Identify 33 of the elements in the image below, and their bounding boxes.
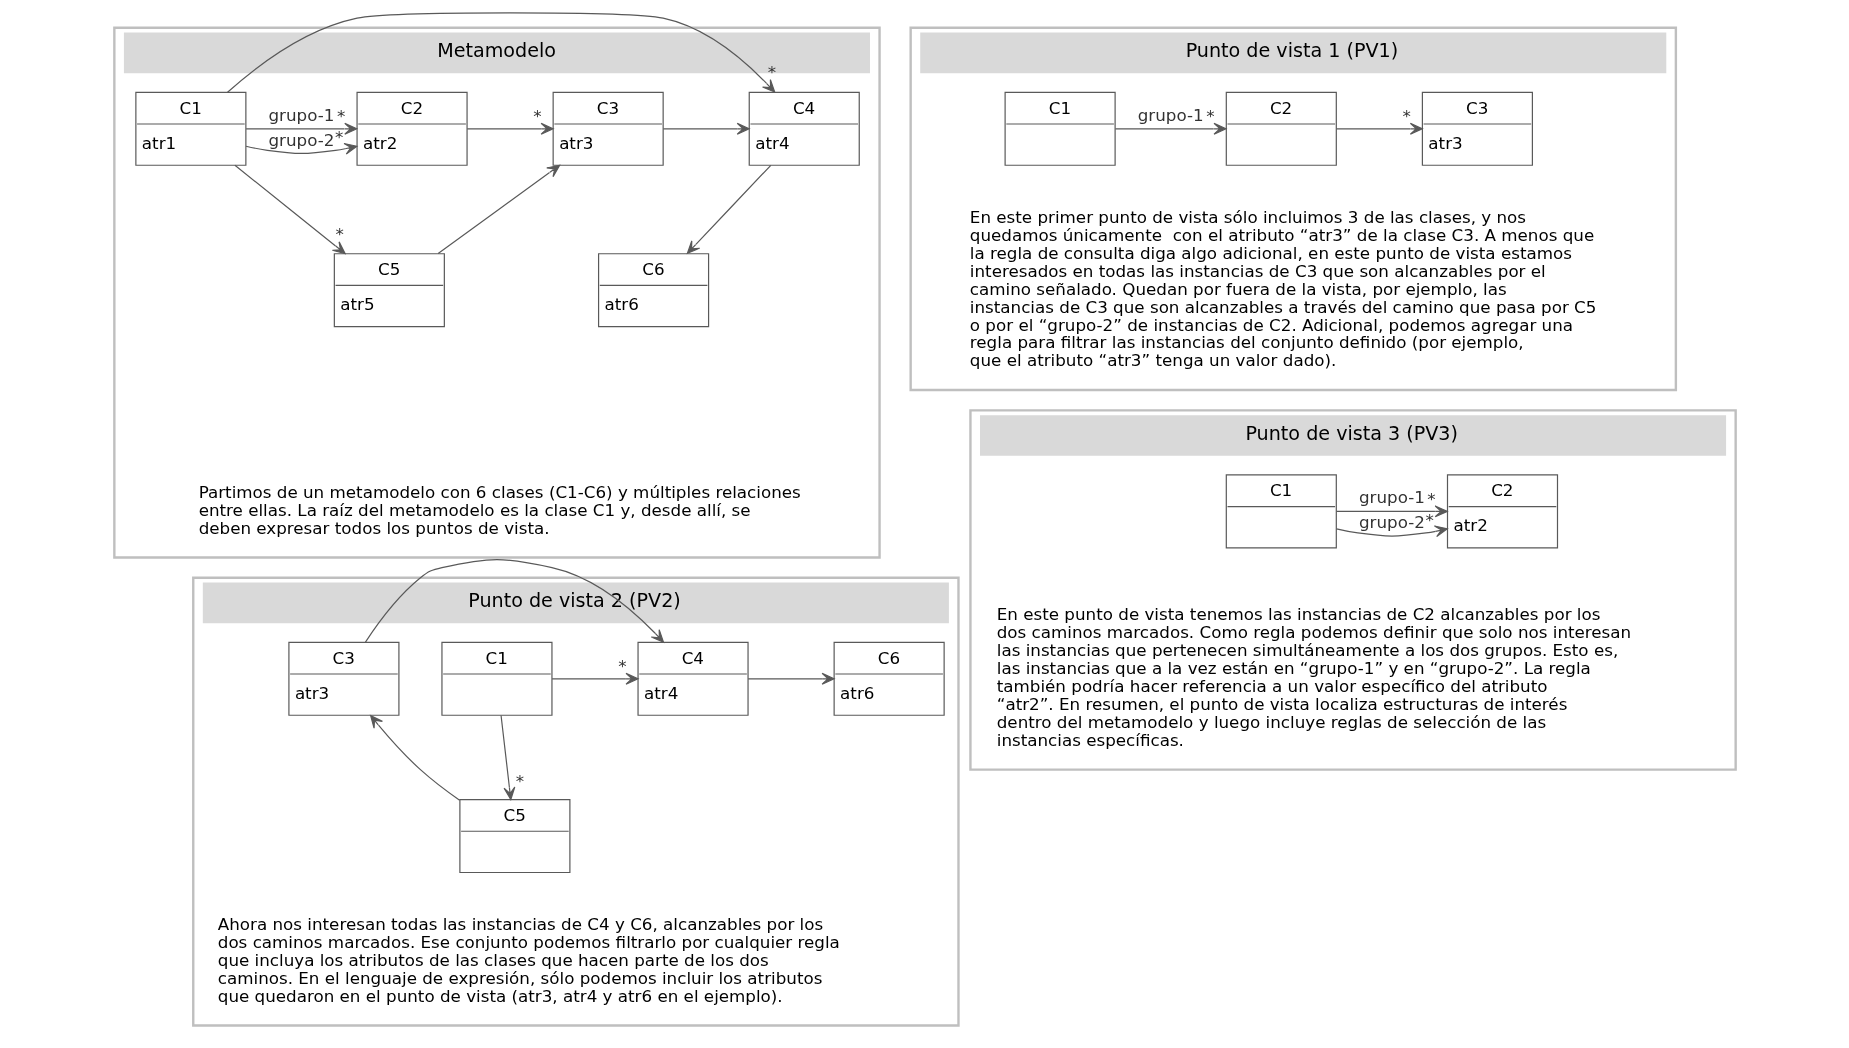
arrow <box>1114 122 1227 135</box>
arrow <box>551 672 639 685</box>
arrow <box>369 714 460 801</box>
label: * <box>532 106 542 127</box>
label: * <box>1426 488 1436 509</box>
label: * <box>1424 509 1434 530</box>
arrow <box>466 122 554 135</box>
label: * <box>1401 106 1411 127</box>
arrow <box>747 672 835 685</box>
arrow <box>662 122 750 135</box>
label: * <box>336 106 345 127</box>
label: * <box>767 61 776 82</box>
label: * <box>1205 106 1215 127</box>
arrow <box>686 164 771 254</box>
edge-label: grupo-1 <box>1358 487 1425 508</box>
edge-label: grupo-2 <box>1358 512 1425 533</box>
arrow <box>364 558 664 643</box>
label: * <box>617 656 626 677</box>
label: * <box>515 771 524 792</box>
arrow <box>1335 122 1423 135</box>
label: * <box>334 127 343 148</box>
arrow <box>499 714 515 801</box>
edge-label: grupo-2 <box>268 129 334 150</box>
arrow <box>244 142 357 155</box>
arrow <box>245 122 357 135</box>
arrow <box>437 164 560 255</box>
arrow <box>233 164 346 255</box>
arrow <box>226 12 775 93</box>
edge-label: grupo-1 <box>1137 104 1204 125</box>
label: * <box>335 223 344 244</box>
edge-label: grupo-1 <box>268 104 334 125</box>
arrow <box>1335 505 1448 518</box>
arrow <box>1335 525 1448 538</box>
